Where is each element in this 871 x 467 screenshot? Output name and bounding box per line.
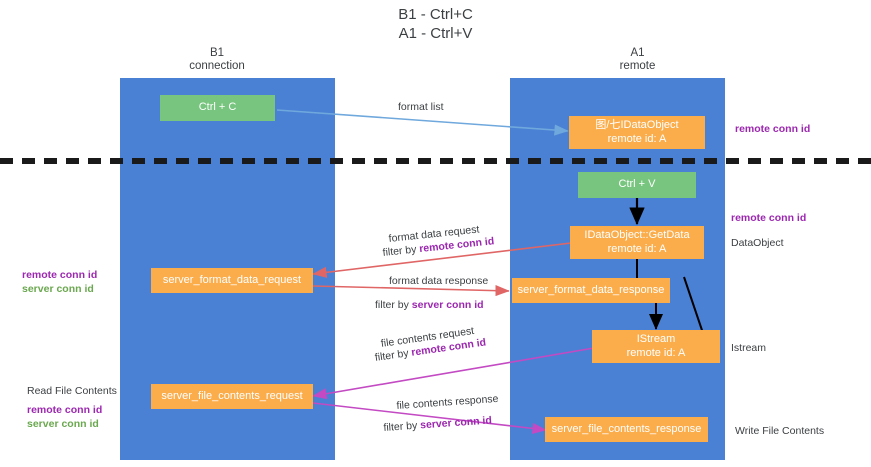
edge-format-data-response: [312, 285, 510, 297]
node-idataobject-getdata[interactable]: IDataObject::GetData remote id: A: [570, 226, 704, 259]
node-server-file-contents-response[interactable]: server_file_contents_response: [545, 417, 708, 442]
node-ctrl-c[interactable]: Ctrl + C: [160, 95, 275, 121]
lane-header-a1: A1 remote: [619, 47, 656, 72]
node-idataobject[interactable]: 图/七IDataObject remote id: A: [569, 116, 705, 149]
annotation-read-file-contents: Read File Contents: [27, 385, 117, 397]
node-ctrl-v[interactable]: Ctrl + V: [578, 172, 696, 198]
filter-prefix: filter by: [382, 243, 420, 259]
filter-key-server-conn-id: server conn id: [411, 299, 484, 311]
annotation-left-remote-conn-id: remote conn id: [22, 269, 98, 281]
filter-prefix: filter by: [383, 419, 421, 434]
edge-label-format-data-response: format data response: [389, 275, 489, 287]
annotation-write-file-contents: Write File Contents: [735, 425, 825, 437]
node-server-file-contents-request[interactable]: server_file_contents_request: [151, 384, 313, 409]
annotation-dataobject: DataObject: [731, 237, 784, 249]
annotation-left-remote-conn-id-2: remote conn id: [27, 404, 103, 416]
annotation-left-server-conn-id-2: server conn id: [27, 418, 99, 430]
node-server-format-data-response[interactable]: server_format_data_response: [512, 278, 670, 303]
edge-file-contents-response: [312, 402, 547, 434]
annotation-left-server-conn-id: server conn id: [22, 283, 94, 295]
filter-prefix: filter by: [375, 299, 412, 311]
diagram-title: B1 - Ctrl+C A1 - Ctrl+V: [398, 6, 473, 42]
edge-format-list: [276, 109, 569, 136]
edge-label-format-list: format list: [398, 101, 444, 113]
annotation-right-remote-conn-id-mid: remote conn id: [731, 212, 807, 224]
edge-format-data-request: [312, 242, 572, 278]
annotation-istream: Istream: [731, 342, 767, 354]
annotation-right-remote-conn-id-top: remote conn id: [735, 123, 811, 135]
edge-label-format-data-response-filter: filter by server conn id: [375, 298, 484, 312]
node-istream[interactable]: IStream remote id: A: [592, 330, 720, 363]
edge-file-contents-request: [312, 347, 595, 400]
node-server-format-data-request[interactable]: server_format_data_request: [151, 268, 313, 293]
lane-header-b1: B1 connection: [189, 47, 245, 72]
